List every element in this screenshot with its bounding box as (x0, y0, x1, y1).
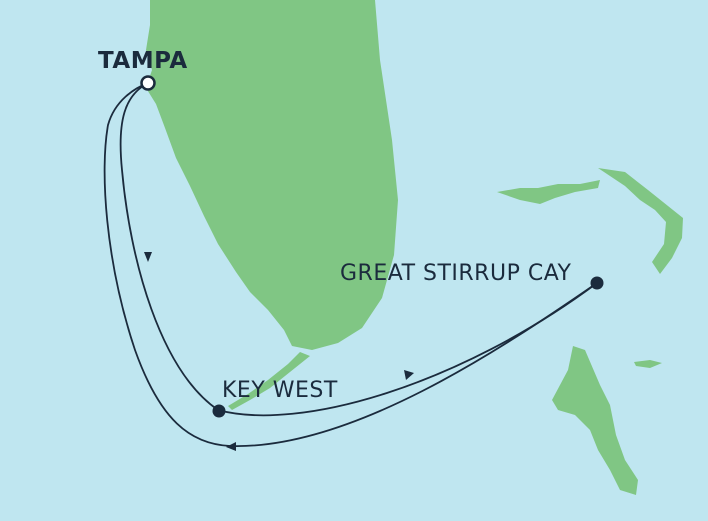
abaco (598, 168, 683, 274)
arrow-eastbound-icon (404, 370, 414, 380)
port-marker-tampa[interactable] (140, 75, 156, 91)
berry-islands (634, 360, 662, 368)
port-label-great-stirrup-cay: GREAT STIRRUP CAY (340, 261, 572, 286)
florida-keys (228, 352, 310, 410)
land (146, 0, 683, 495)
port-marker-great-stirrup-cay[interactable] (590, 276, 604, 290)
route-tampa-to-keywest (119, 82, 219, 411)
florida (146, 0, 398, 350)
grand-bahama (497, 180, 600, 204)
route-arrows (144, 252, 414, 451)
port-label-tampa: TAMPA (98, 48, 188, 74)
port-marker-key-west[interactable] (212, 404, 226, 418)
arrow-westbound-icon (226, 442, 236, 451)
arrow-southbound-icon (144, 252, 152, 262)
port-label-key-west: KEY WEST (222, 378, 338, 403)
route-lines (103, 82, 598, 447)
route-gsc-to-tampa (103, 82, 598, 447)
andros (552, 346, 638, 495)
